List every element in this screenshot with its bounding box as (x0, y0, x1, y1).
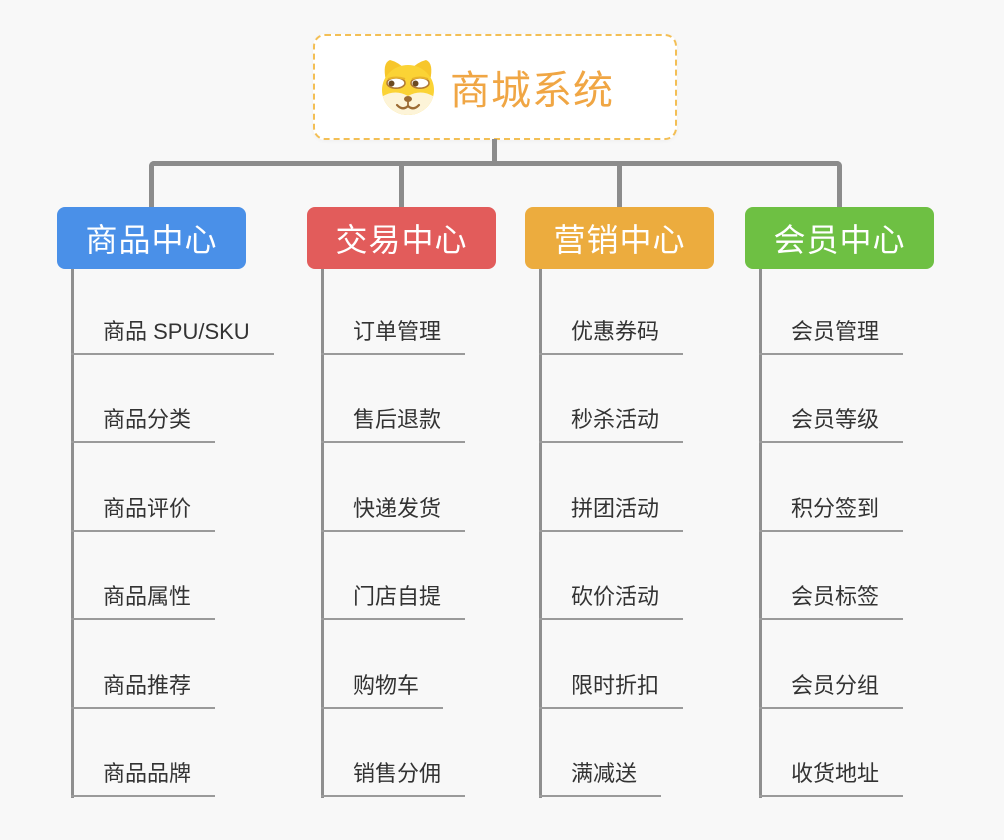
connector-trunk (321, 269, 324, 798)
leaf-node[interactable]: 满减送 (539, 759, 662, 797)
branch-header-trade-center[interactable]: 交易中心 (307, 207, 496, 269)
leaf-node[interactable]: 商品 SPU/SKU (71, 317, 274, 355)
branch-marketing-center: 营销中心 优惠券码 秒杀活动 拼团活动 砍价活动 限时折扣 满减送 (525, 207, 787, 817)
connector-trunk (71, 269, 74, 798)
branch-label: 营销中心 (553, 222, 686, 258)
leaf-node[interactable]: 秒杀活动 (539, 405, 684, 443)
connector-trunk (539, 269, 542, 798)
connector-drop-marketing (617, 165, 622, 207)
branch-header-member-center[interactable]: 会员中心 (745, 207, 934, 269)
branch-label: 商品中心 (85, 222, 218, 258)
leaf-node[interactable]: 商品推荐 (71, 671, 216, 709)
leaf-node[interactable]: 商品分类 (71, 405, 216, 443)
leaf-node[interactable]: 订单管理 (321, 317, 466, 355)
leaf-node[interactable]: 收货地址 (759, 759, 904, 797)
branch-header-product-center[interactable]: 商品中心 (57, 207, 246, 269)
doge-icon (382, 60, 434, 115)
leaf-node[interactable]: 商品属性 (71, 582, 216, 620)
leaf-node[interactable]: 快递发货 (321, 494, 466, 532)
leaf-node[interactable]: 砍价活动 (539, 582, 684, 620)
leaf-node[interactable]: 优惠券码 (539, 317, 684, 355)
connector-drop-trade (399, 165, 404, 207)
leaf-node[interactable]: 会员等级 (759, 405, 904, 443)
branch-product-center: 商品中心 商品 SPU/SKU 商品分类 商品评价 商品属性 商品推荐 商品品牌 (57, 207, 319, 817)
connector-trunk (759, 269, 762, 798)
leaf-node[interactable]: 拼团活动 (539, 494, 684, 532)
connector-root-stub (492, 139, 497, 163)
leaf-node[interactable]: 门店自提 (321, 582, 466, 620)
leaf-node[interactable]: 销售分佣 (321, 759, 466, 797)
branch-label: 会员中心 (773, 222, 906, 258)
branch-trade-center: 交易中心 订单管理 售后退款 快递发货 门店自提 购物车 销售分佣 (307, 207, 569, 817)
leaf-node[interactable]: 商品评价 (71, 494, 216, 532)
leaf-node[interactable]: 会员标签 (759, 582, 904, 620)
leaf-node[interactable]: 商品品牌 (71, 759, 216, 797)
branch-member-center: 会员中心 会员管理 会员等级 积分签到 会员标签 会员分组 收货地址 (745, 207, 1004, 817)
leaf-node[interactable]: 积分签到 (759, 494, 904, 532)
root-title: 商城系统 (450, 69, 614, 113)
leaf-node[interactable]: 会员分组 (759, 671, 904, 709)
leaf-node[interactable]: 售后退款 (321, 405, 466, 443)
root-node-mall-system[interactable]: 商城系统 (313, 34, 677, 140)
branch-label: 交易中心 (335, 222, 468, 258)
leaf-node[interactable]: 限时折扣 (539, 671, 684, 709)
leaf-node[interactable]: 购物车 (321, 671, 444, 709)
leaf-node[interactable]: 会员管理 (759, 317, 904, 355)
connector-bracket (149, 161, 842, 207)
branch-header-marketing-center[interactable]: 营销中心 (525, 207, 714, 269)
